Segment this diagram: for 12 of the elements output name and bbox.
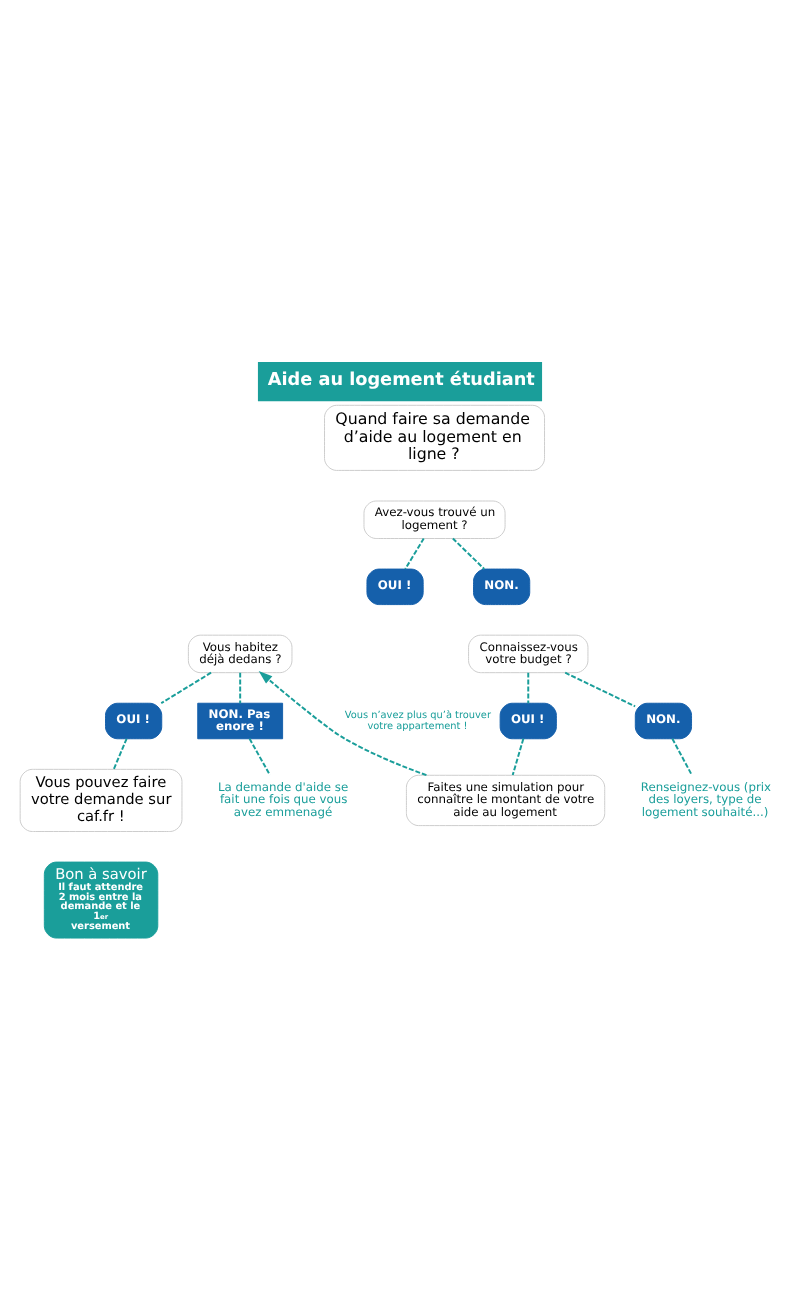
diagram-title: Aide au logement étudiant <box>267 370 535 391</box>
connector <box>451 537 486 570</box>
connector <box>239 671 242 705</box>
connector <box>404 537 425 570</box>
arrow <box>258 670 428 777</box>
connector <box>527 671 530 705</box>
connector <box>671 737 693 776</box>
connector <box>248 737 271 776</box>
connector <box>112 737 128 771</box>
connector <box>564 671 637 708</box>
connector <box>160 671 213 705</box>
connector <box>511 737 525 776</box>
